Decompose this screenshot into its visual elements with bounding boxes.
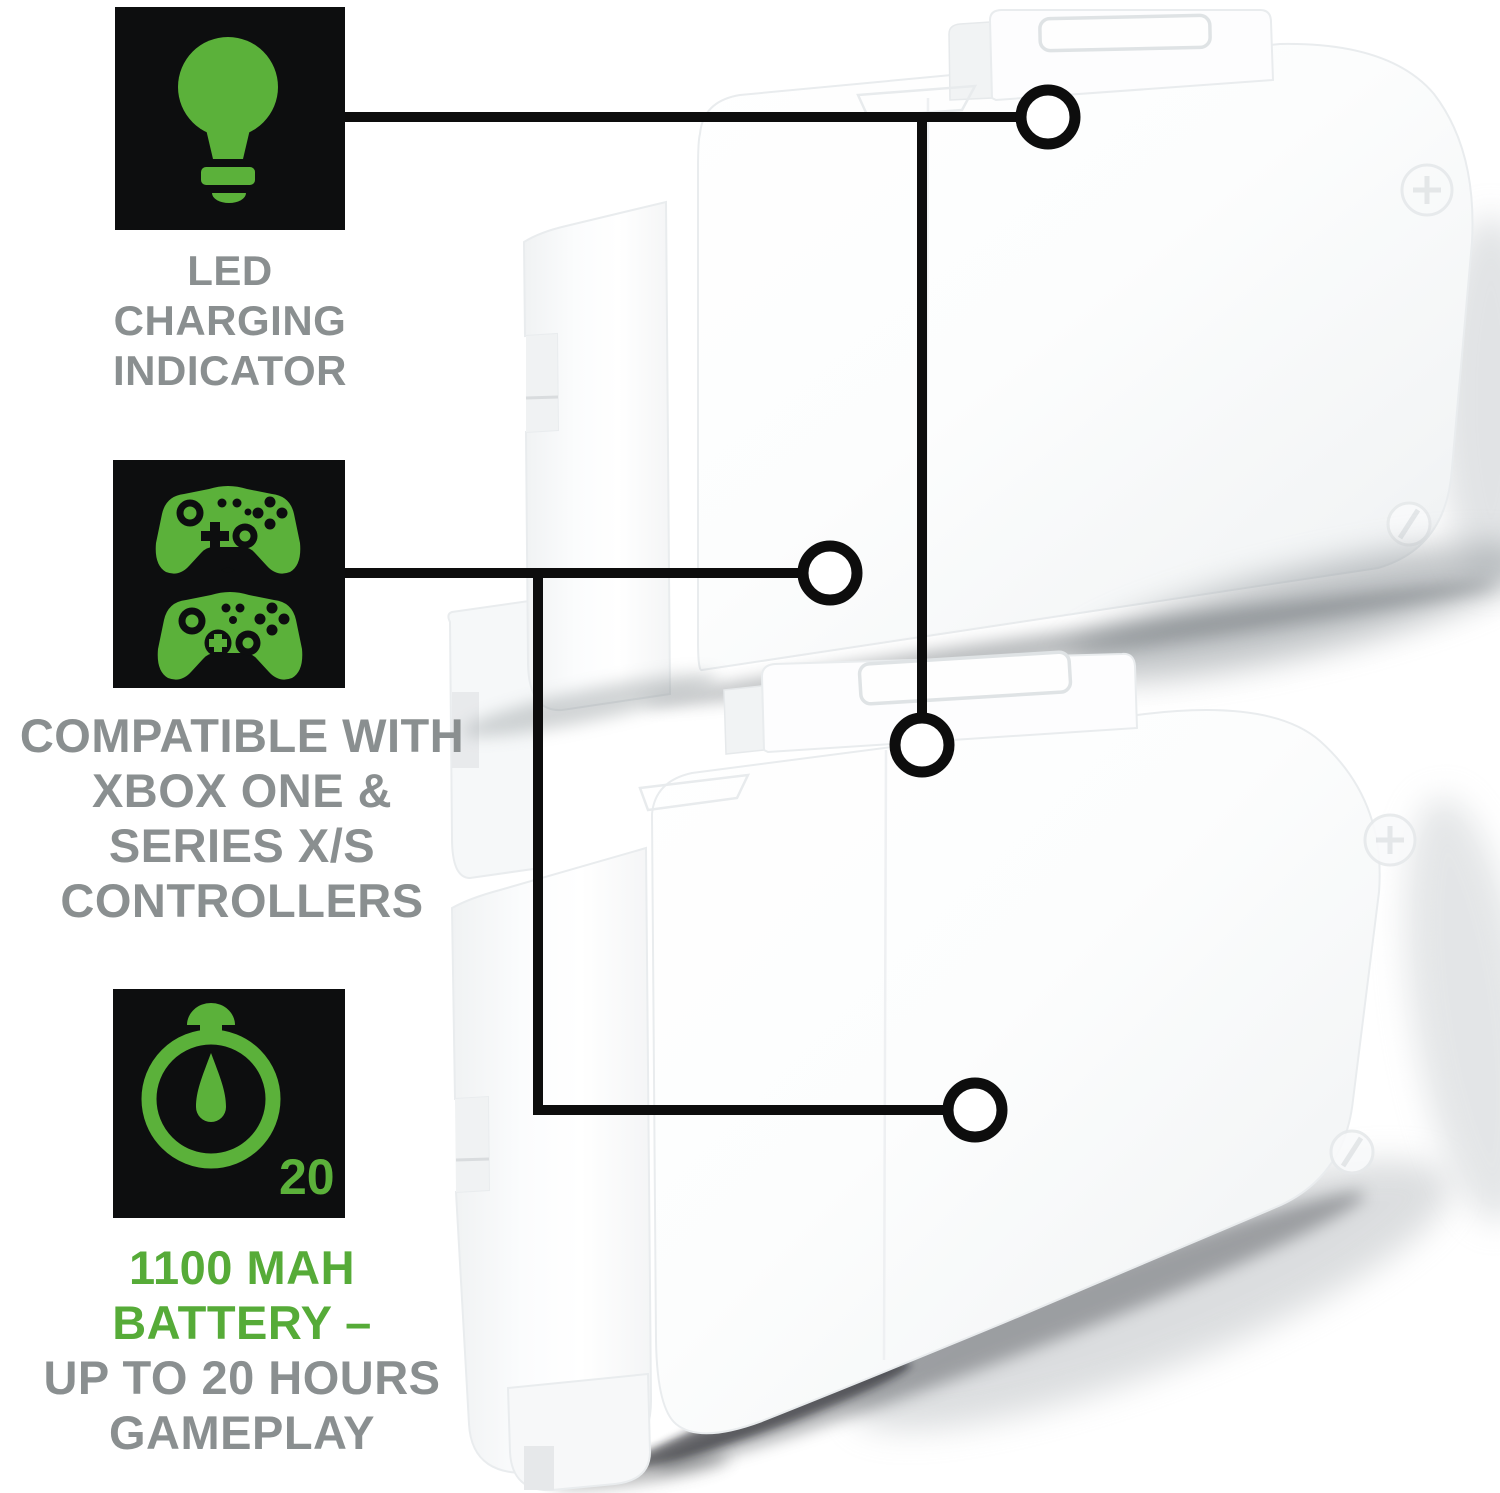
- controllers-callout-branch: [533, 573, 943, 1115]
- bottom-pack-notch-divider: [455, 1157, 490, 1162]
- bottom-pack-connector-notch: [455, 1097, 489, 1192]
- top-pack-connector-notch: [526, 334, 558, 432]
- callout-circle-led-bottom-pack: [889, 712, 955, 778]
- caption-line: 1100 MAH: [128, 1241, 356, 1294]
- top-pack-notch-divider: [525, 395, 559, 400]
- xbox-controllers-icon: [155, 486, 303, 680]
- led-caption: LED CHARGING INDICATOR: [30, 246, 430, 396]
- battery-caption: 1100 MAH BATTERY – UP TO 20 HOURS GAMEPL…: [12, 1240, 472, 1460]
- caption-line: UP TO 20 HOURS: [43, 1351, 441, 1404]
- caption-line: COMPATIBLE WITH: [19, 709, 465, 762]
- lightbulb-icon: [178, 37, 278, 203]
- callout-circle-controllers-bottom-pack: [942, 1077, 1008, 1143]
- top-pack-groove: [856, 84, 978, 119]
- hours-badge: 20: [279, 1149, 335, 1205]
- controllers-icon-box: [113, 460, 345, 688]
- top-pack-latch-slot: [1038, 13, 1212, 53]
- bottom-pack-body: [650, 709, 1381, 1435]
- led-icon-box: [115, 7, 345, 230]
- shadow-right-of-bottom-pack: [1405, 796, 1500, 1224]
- screw-slot-mark: [1397, 508, 1421, 540]
- stopwatch-icon: 20: [141, 1003, 335, 1205]
- caption-line: SERIES X/S: [108, 819, 376, 872]
- caption-line: BATTERY –: [112, 1296, 372, 1349]
- bottom-pack-foot-slot: [524, 1446, 554, 1490]
- screw-plus-mark: [1413, 176, 1441, 204]
- caption-line: CHARGING: [113, 297, 347, 344]
- bottom-pack-groove: [638, 773, 751, 812]
- callout-circle-controllers-top-pack: [797, 540, 863, 606]
- bottom-pack-latch-slot: [857, 650, 1073, 706]
- caption-line: XBOX ONE &: [91, 764, 393, 817]
- shadow-under-top-connector: [462, 673, 718, 737]
- top-pack-screws: [1386, 163, 1454, 547]
- battery-pack-top: [447, 9, 1474, 880]
- stopwatch-icon-box: 20: [113, 989, 345, 1218]
- xbox-one-controller-icon: [155, 486, 301, 574]
- top-pack-connector-block: [522, 200, 672, 712]
- caption-line: INDICATOR: [113, 347, 347, 394]
- callout-circle-led-top-pack: [1015, 84, 1081, 150]
- callout-lines: [345, 112, 1016, 1115]
- screw-plus-mark: [1376, 826, 1404, 854]
- caption-line: LED: [187, 247, 273, 294]
- bottom-pack-door-seam: [882, 749, 888, 1361]
- top-pack-body: [697, 42, 1474, 672]
- xbox-series-controller-icon: [157, 592, 303, 680]
- top-pack-latch-release: [948, 21, 993, 101]
- screw-slot-mark: [1340, 1136, 1364, 1168]
- bottom-pack-latch-release: [723, 685, 765, 755]
- caption-line: GAMEPLAY: [108, 1406, 376, 1459]
- callout-circles: [797, 84, 1081, 1143]
- bottom-pack-screws: [1329, 813, 1417, 1175]
- compatibility-caption: COMPATIBLE WITH XBOX ONE & SERIES X/S CO…: [12, 708, 472, 928]
- battery-pack-bottom: [450, 650, 1417, 1492]
- caption-line: CONTROLLERS: [60, 874, 424, 927]
